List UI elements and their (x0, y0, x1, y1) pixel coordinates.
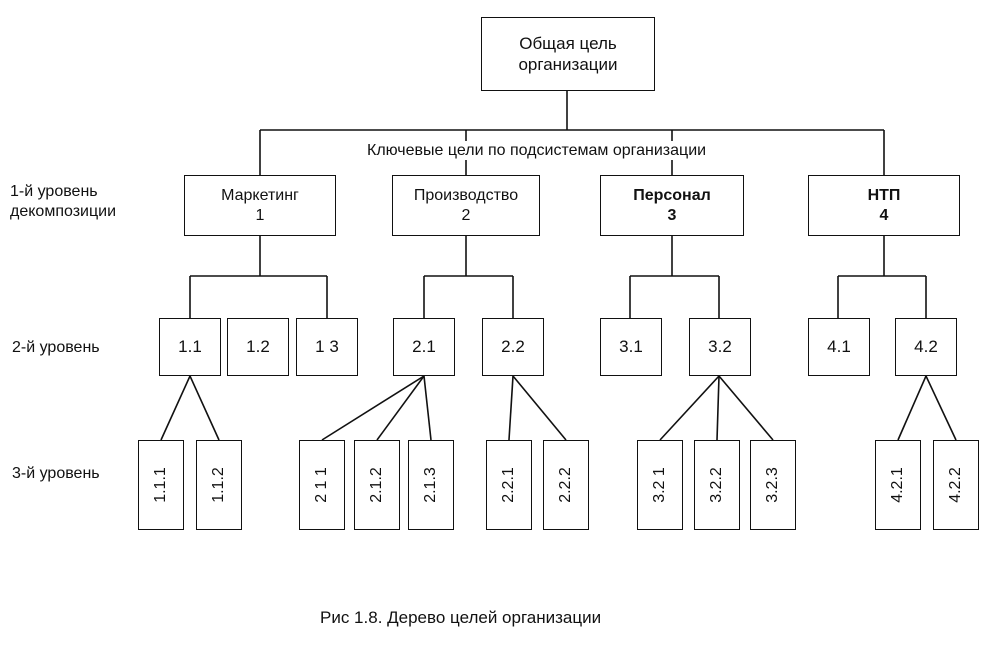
node-2-1-3-label: 2.1.3 (422, 467, 439, 503)
key-goals-label: Ключевые цели по подсистемам организации (364, 141, 710, 160)
connector-4-2-1 (897, 375, 927, 441)
connector-1-1-2 (189, 375, 220, 441)
node-1-1: 1.1 (159, 318, 221, 376)
node-marketing-num: 1 (255, 206, 265, 224)
connector-2-2-1 (508, 375, 514, 441)
node-marketing-name: Маркетинг (221, 186, 299, 204)
node-3-2-1-label: 3.2 1 (651, 467, 668, 503)
node-3-2: 3.2 (689, 318, 751, 376)
connector-3-2-1 (659, 375, 720, 441)
node-personnel-name: Персонал (633, 186, 711, 204)
node-3-2-2-label: 3.2.2 (708, 467, 725, 503)
node-4-2-1-label: 4.2.1 (889, 467, 906, 503)
node-2-1-1-label: 2 1 1 (313, 467, 330, 503)
node-1-1-2-label: 1.1.2 (210, 467, 227, 503)
node-production-num: 2 (461, 206, 471, 224)
level3-label: 3-й уровень (12, 465, 100, 482)
node-4-2-2-label: 4.2.2 (947, 467, 964, 503)
node-3-2-3-label: 3.2.3 (764, 467, 781, 503)
node-1-1-1: 1.1.1 (138, 440, 184, 530)
node-ntp-num: 4 (879, 206, 889, 224)
node-production: Производство 2 (392, 175, 540, 236)
connector-2-1-1 (321, 375, 425, 441)
node-marketing: Маркетинг 1 (184, 175, 336, 236)
connector-2-1-3 (423, 375, 432, 441)
level1-label-line1: 1-й уровень (10, 183, 98, 200)
node-ntp: НТП 4 (808, 175, 960, 236)
root-goal-line1: Общая цель (519, 34, 617, 53)
node-2-2-1-label: 2.2.1 (500, 467, 517, 503)
root-goal-node: Общая цель организации (481, 17, 655, 91)
node-1-3: 1 3 (296, 318, 358, 376)
node-2-1: 2.1 (393, 318, 455, 376)
level1-label-line2: декомпозиции (10, 203, 117, 220)
node-3-2-3: 3.2.3 (750, 440, 796, 530)
node-2-1-2-label: 2.1.2 (368, 467, 385, 503)
node-production-name: Производство (413, 186, 519, 204)
node-3-1: 3.1 (600, 318, 662, 376)
node-2-1-3: 2.1.3 (408, 440, 454, 530)
node-4-1: 4.1 (808, 318, 870, 376)
node-personnel-num: 3 (667, 206, 677, 224)
node-2-2-2: 2.2.2 (543, 440, 589, 530)
level2-label: 2-й уровень (12, 339, 100, 356)
node-4-2-2: 4.2.2 (933, 440, 979, 530)
node-3-2-2: 3.2.2 (694, 440, 740, 530)
node-2-2-2-label: 2.2.2 (557, 467, 574, 503)
node-1-1-2: 1.1.2 (196, 440, 242, 530)
node-ntp-name: НТП (867, 186, 901, 204)
connector-2-1-2 (376, 375, 425, 441)
node-2-1-2: 2.1.2 (354, 440, 400, 530)
connector-3-2-2 (716, 375, 720, 441)
node-3-2-1: 3.2 1 (637, 440, 683, 530)
node-2-2-1: 2.2.1 (486, 440, 532, 530)
connector-2-2-2 (512, 375, 567, 441)
node-1-2: 1.2 (227, 318, 289, 376)
node-4-2-1: 4.2.1 (875, 440, 921, 530)
node-2-2: 2.2 (482, 318, 544, 376)
node-1-1-1-label: 1.1.1 (152, 467, 169, 503)
node-personnel: Персонал 3 (600, 175, 744, 236)
node-2-1-1: 2 1 1 (299, 440, 345, 530)
figure-caption: Рис 1.8. Дерево целей организации (320, 608, 602, 627)
node-4-2: 4.2 (895, 318, 957, 376)
root-goal-line2: организации (518, 55, 618, 74)
connector-1-1-1 (160, 375, 191, 441)
connector-3-2-3 (718, 375, 774, 441)
connector-4-2-2 (925, 375, 957, 441)
